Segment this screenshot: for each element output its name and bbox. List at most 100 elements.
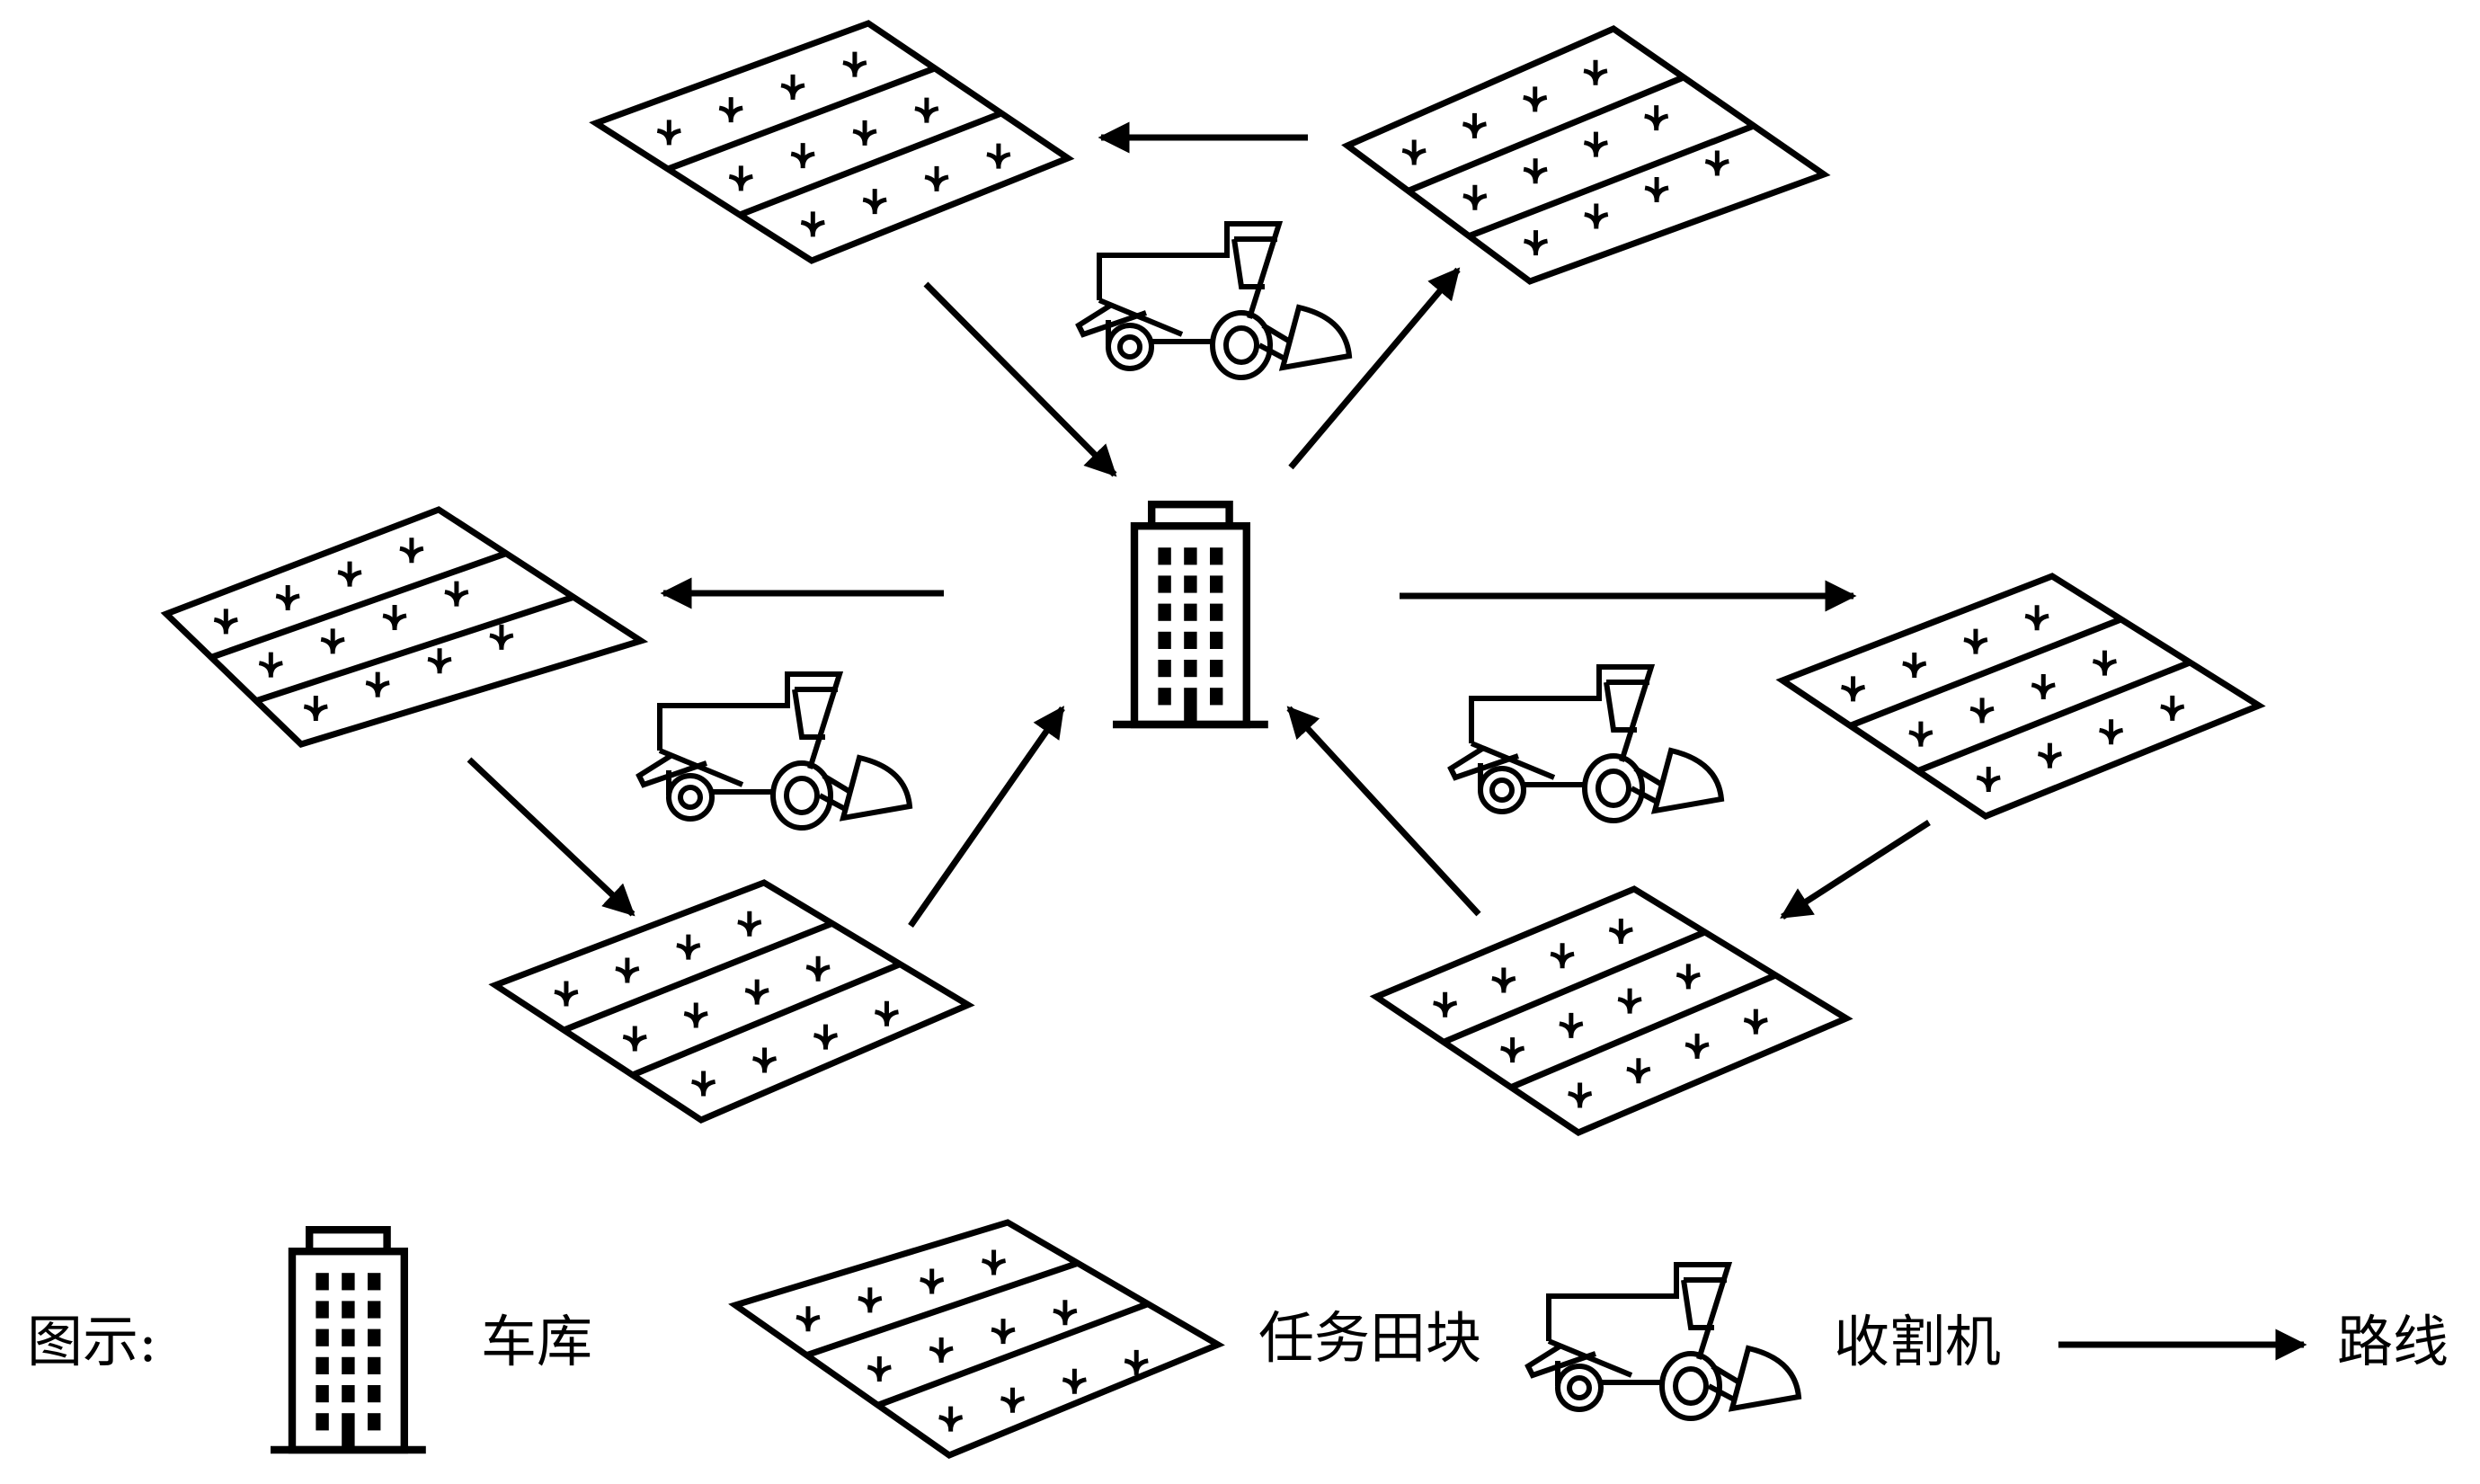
garage-window bbox=[1210, 660, 1223, 678]
garage-window bbox=[368, 1328, 381, 1346]
task-fields bbox=[160, 20, 2266, 1459]
garage-window bbox=[1184, 631, 1197, 649]
front-wheel-icon bbox=[1210, 310, 1273, 380]
garage-window bbox=[1210, 603, 1223, 621]
harvester-cab bbox=[1231, 236, 1277, 289]
harvester-header bbox=[1278, 304, 1353, 371]
field-top-left bbox=[589, 20, 1075, 264]
field-row-divider bbox=[1407, 74, 1685, 194]
garage-window bbox=[1210, 688, 1223, 706]
route-arrow-ml-to-bl bbox=[467, 757, 636, 917]
garage-window bbox=[1210, 575, 1223, 593]
field-row-divider bbox=[666, 65, 937, 173]
harvester-header bbox=[1650, 747, 1725, 814]
field-row-divider bbox=[1509, 972, 1777, 1090]
garage-window bbox=[1158, 575, 1171, 593]
harvester-unloader bbox=[1447, 746, 1519, 781]
garage-door bbox=[1184, 688, 1197, 724]
garage-window bbox=[368, 1301, 381, 1319]
garage-window bbox=[368, 1356, 381, 1374]
harvester-icon bbox=[1075, 221, 1353, 380]
route-arrows bbox=[467, 121, 2307, 1361]
field-outline bbox=[589, 20, 1075, 264]
garage-window bbox=[368, 1413, 381, 1431]
garage-window bbox=[1158, 603, 1171, 621]
garage-window bbox=[316, 1328, 329, 1346]
field-outline bbox=[728, 1219, 1225, 1459]
garage-window bbox=[1158, 660, 1171, 678]
harvester-cab bbox=[1681, 1277, 1727, 1330]
harvesters bbox=[636, 221, 1802, 1421]
legend-title: 图示: bbox=[27, 1309, 157, 1374]
garages bbox=[270, 500, 1268, 1454]
garage-door bbox=[342, 1413, 355, 1450]
field-row-divider bbox=[1442, 929, 1707, 1045]
harvester-icon bbox=[1447, 664, 1725, 823]
garage-window bbox=[342, 1273, 355, 1291]
garage-window bbox=[1158, 547, 1171, 565]
garage-window bbox=[316, 1413, 329, 1431]
harvester-arm bbox=[1630, 766, 1664, 805]
field-row-divider bbox=[1916, 659, 2191, 774]
legend-label-task-field: 任务田块 bbox=[1258, 1305, 1482, 1371]
field-row-divider bbox=[563, 920, 833, 1034]
garage-window bbox=[1210, 547, 1223, 565]
route-arrow-br-to-garage bbox=[1286, 706, 1481, 917]
route-arrow-mr-to-br bbox=[1780, 820, 1931, 920]
route-arrow-garage-to-tr bbox=[1288, 267, 1461, 470]
front-wheel-icon bbox=[1582, 753, 1645, 823]
rear-wheel-icon bbox=[1106, 323, 1154, 371]
harvester-arm bbox=[818, 773, 852, 813]
rear-wheel-icon bbox=[1555, 1364, 1604, 1412]
garage-window bbox=[1184, 547, 1197, 565]
harvester-unloader bbox=[636, 753, 707, 788]
rear-wheel-icon bbox=[666, 773, 715, 822]
garage-window bbox=[368, 1273, 381, 1291]
field-outline bbox=[160, 506, 649, 748]
garage-window bbox=[316, 1356, 329, 1374]
garage-window bbox=[342, 1301, 355, 1319]
field-row-divider bbox=[738, 110, 1003, 218]
route-arrow-tl-to-garage bbox=[923, 281, 1117, 477]
garage-window bbox=[1210, 631, 1223, 649]
field-row-divider bbox=[805, 1260, 1080, 1358]
garage-icon bbox=[1112, 500, 1268, 729]
garage-window bbox=[1158, 688, 1171, 706]
field-row-divider bbox=[1468, 122, 1756, 239]
field-row-divider bbox=[1849, 616, 2122, 729]
legend-field bbox=[728, 1219, 1225, 1459]
field-top-right bbox=[1341, 25, 1831, 285]
field-mid-left bbox=[160, 506, 649, 748]
garage-window bbox=[1184, 660, 1197, 678]
field-mid-right bbox=[1775, 573, 2266, 820]
legend-label-harvester: 收割机 bbox=[1834, 1309, 2002, 1374]
route-arrow-bl-to-garage bbox=[908, 706, 1065, 929]
front-wheel-icon bbox=[1659, 1351, 1722, 1421]
harvester-unloader bbox=[1524, 1344, 1596, 1379]
field-bottom-right bbox=[1369, 885, 1853, 1136]
rear-wheel-icon bbox=[1478, 766, 1526, 814]
legend-garage-icon bbox=[270, 1225, 426, 1454]
field-row-divider bbox=[876, 1301, 1150, 1408]
legend-harvester-icon bbox=[1524, 1262, 1802, 1421]
field-row-divider bbox=[254, 594, 575, 704]
field-bottom-left bbox=[488, 879, 975, 1124]
garage-window bbox=[1184, 603, 1197, 621]
legend-label-garage: 车库 bbox=[481, 1309, 593, 1374]
front-wheel-icon bbox=[770, 760, 833, 831]
garage-window bbox=[368, 1385, 381, 1403]
garage-window bbox=[342, 1385, 355, 1403]
garage-window bbox=[1158, 631, 1171, 649]
garage-window bbox=[316, 1273, 329, 1291]
garage-window bbox=[316, 1385, 329, 1403]
harvester-header bbox=[839, 754, 913, 822]
legend-label-route: 路线 bbox=[2337, 1309, 2449, 1374]
garage-window bbox=[1184, 575, 1197, 593]
harvester-arm bbox=[1258, 323, 1292, 362]
garage-window bbox=[342, 1356, 355, 1374]
harvester-cab bbox=[792, 687, 838, 740]
field-row-divider bbox=[209, 550, 508, 661]
garage-window bbox=[342, 1328, 355, 1346]
harvester-header bbox=[1728, 1345, 1802, 1412]
